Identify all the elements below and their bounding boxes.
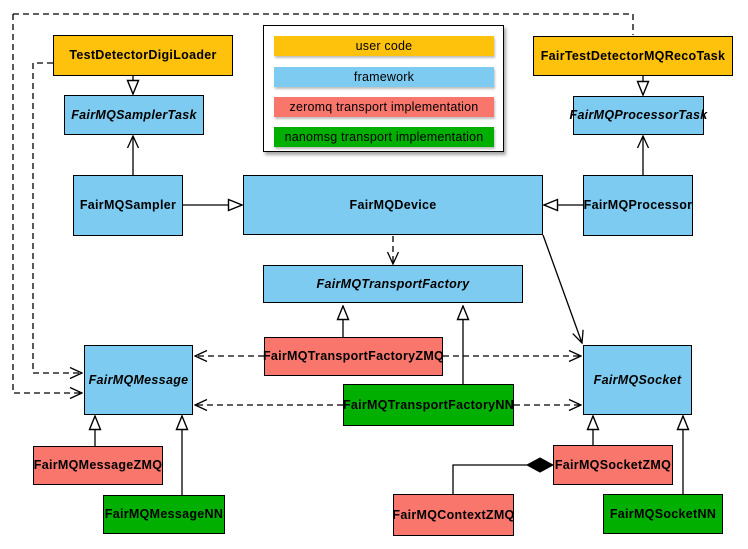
- node-fairmqcontextzmq: FairMQContextZMQ: [392, 494, 514, 536]
- node-fairmqsocket: FairMQSocket: [583, 345, 692, 415]
- node-fairtestdetectormqrecotask: FairTestDetectorMQRecoTask: [533, 36, 733, 76]
- edge-digiloader-depends-message: [32, 62, 82, 373]
- node-fairmqtransportfactory: FairMQTransportFactory: [263, 265, 523, 303]
- node-fairmqprocessor: FairMQProcessor: [583, 175, 693, 236]
- edge-top-route-recotask: [13, 13, 634, 35]
- composition-diamond-icon: [525, 457, 555, 473]
- edge-recotask-depends-message: [12, 14, 82, 393]
- node-fairmqsocketzmq: FairMQSocketZMQ: [553, 445, 673, 485]
- node-fairmqmessage: FairMQMessage: [84, 345, 193, 415]
- edge-contextzmq-composed-socketzmq: [452, 464, 527, 494]
- legend-item-framework: framework: [274, 67, 494, 87]
- node-fairmqmessagenn: FairMQMessageNN: [103, 495, 225, 534]
- node-fairmqsocketnn: FairMQSocketNN: [603, 494, 723, 534]
- node-testdetectordigiloader: TestDetectorDigiLoader: [53, 35, 233, 76]
- node-fairmqdevice: FairMQDevice: [243, 175, 543, 235]
- node-fairmqtransportfactorynn: FairMQTransportFactoryNN: [343, 384, 514, 426]
- legend-panel: user code framework zeromq transport imp…: [263, 25, 504, 152]
- node-fairmqsamplertask: FairMQSamplerTask: [64, 95, 204, 135]
- legend-item-nanomsg: nanomsg transport implementation: [274, 127, 494, 147]
- node-fairmqprocessortask: FairMQProcessorTask: [570, 96, 707, 135]
- node-fairmqmessagezmq: FairMQMessageZMQ: [33, 446, 163, 485]
- legend-item-user-code: user code: [274, 36, 494, 56]
- edge-device-uses-socket: [542, 234, 582, 343]
- node-fairmqtransportfactoryzmq: FairMQTransportFactoryZMQ: [263, 337, 444, 376]
- legend-item-zeromq: zeromq transport implementation: [274, 97, 494, 117]
- node-fairmqsampler: FairMQSampler: [73, 175, 183, 236]
